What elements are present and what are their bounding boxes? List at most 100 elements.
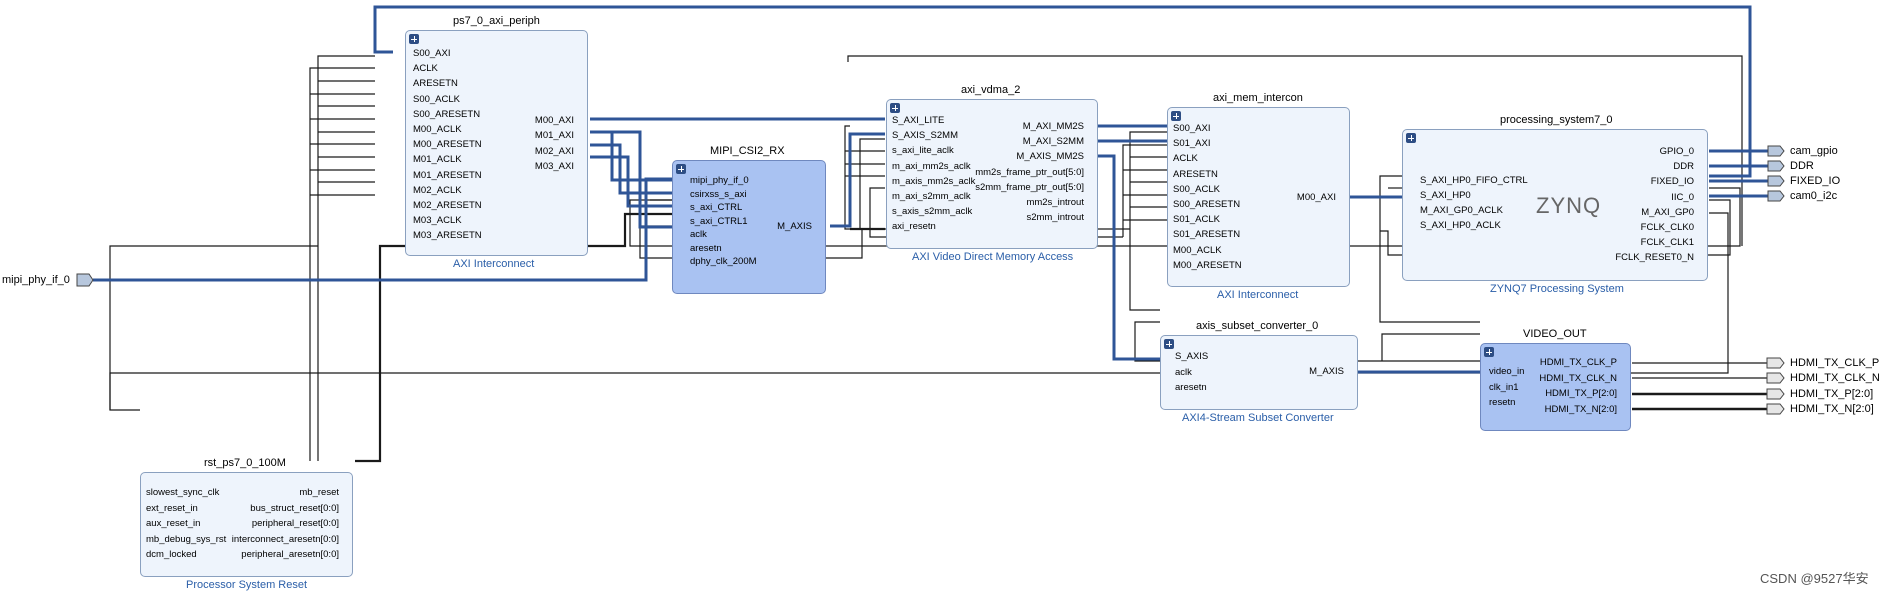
pin-right[interactable]: M_AXIS_MM2S: [1016, 151, 1084, 163]
pin-left[interactable]: M_AXI_GP0_ACLK: [1420, 205, 1503, 216]
block-vdma[interactable]: [886, 99, 1098, 249]
pin-left[interactable]: ext_reset_in: [146, 502, 198, 514]
pin-left[interactable]: m_axi_mm2s_aclk: [892, 160, 971, 172]
pin-left[interactable]: ACLK: [1173, 153, 1198, 165]
pin-left[interactable]: S_AXI_HP0: [1420, 190, 1471, 201]
expand-icon[interactable]: [1171, 111, 1181, 121]
port-cam-gpio[interactable]: cam_gpio: [1790, 145, 1838, 157]
port-hdmi-tx-p[interactable]: HDMI_TX_P[2:0]: [1790, 388, 1874, 400]
pin-left[interactable]: S00_ARESETN: [413, 108, 481, 120]
pin-left[interactable]: mipi_phy_if_0: [690, 175, 749, 186]
pin-left[interactable]: S_AXIS: [1175, 351, 1209, 362]
pin-left[interactable]: aclk: [690, 229, 707, 240]
pin-right[interactable]: M_AXIS: [1309, 366, 1344, 377]
pin-right[interactable]: DDR: [1673, 161, 1694, 173]
pin-left[interactable]: S01_ACLK: [1173, 214, 1221, 226]
block-mem-intercon[interactable]: [1167, 107, 1350, 287]
pin-left[interactable]: s_axi_CTRL: [690, 202, 743, 213]
port-mipi-phy-if-0[interactable]: mipi_phy_if_0: [2, 274, 70, 286]
port-hdmi-tx-clk-p[interactable]: HDMI_TX_CLK_P: [1790, 357, 1880, 369]
pin-left[interactable]: M02_ACLK: [413, 184, 462, 196]
pin-right[interactable]: IIC_0: [1671, 191, 1694, 203]
expand-icon[interactable]: [1164, 339, 1174, 349]
pin-left[interactable]: S_AXI_HP0_FIFO_CTRL: [1420, 175, 1528, 186]
pin-right[interactable]: M01_AXI: [534, 130, 574, 142]
pin-right[interactable]: M02_AXI: [534, 145, 574, 157]
pin-left[interactable]: S00_ARESETN: [1173, 199, 1241, 210]
pin-left[interactable]: S00_ACLK: [1173, 183, 1221, 195]
pin-left[interactable]: S_AXI_HP0_ACLK: [1420, 220, 1501, 231]
pin-left[interactable]: mb_debug_sys_rst: [146, 533, 227, 545]
pin-right[interactable]: mb_reset: [299, 487, 339, 498]
pin-left[interactable]: dphy_clk_200M: [690, 256, 757, 267]
port-hdmi-tx-clk-n[interactable]: HDMI_TX_CLK_N: [1790, 372, 1880, 384]
pin-right[interactable]: HDMI_TX_N[2:0]: [1544, 403, 1617, 415]
pin-left[interactable]: s_axis_s2mm_aclk: [892, 206, 973, 218]
pin-right[interactable]: peripheral_aresetn[0:0]: [241, 549, 339, 560]
block-subset[interactable]: [1160, 335, 1358, 410]
pin-left[interactable]: ARESETN: [1173, 168, 1218, 180]
port-fixed-io[interactable]: FIXED_IO: [1790, 175, 1841, 187]
pin-left[interactable]: S_AXI_LITE: [892, 115, 945, 126]
pin-left[interactable]: resetn: [1489, 397, 1516, 408]
block-rst[interactable]: [140, 472, 353, 577]
pin-left[interactable]: aresetn: [690, 242, 722, 254]
expand-icon[interactable]: [676, 164, 686, 174]
pin-left[interactable]: M00_ACLK: [413, 124, 462, 135]
block-mipi-csi2[interactable]: [672, 160, 826, 294]
pin-left[interactable]: csirxss_s_axi: [690, 188, 747, 200]
pin-right[interactable]: FCLK_CLK0: [1640, 222, 1694, 233]
port-cam0-i2c[interactable]: cam0_i2c: [1790, 190, 1838, 202]
pin-left[interactable]: ARESETN: [413, 78, 458, 90]
block-video-out[interactable]: [1480, 343, 1631, 431]
pin-right[interactable]: s2mm_frame_ptr_out[5:0]: [975, 181, 1084, 193]
port-ddr[interactable]: DDR: [1790, 160, 1814, 172]
pin-right[interactable]: M_AXI_S2MM: [1022, 136, 1084, 148]
pin-right[interactable]: FIXED_IO: [1650, 176, 1694, 188]
block-ps7[interactable]: [1402, 129, 1708, 281]
pin-left[interactable]: axi_resetn: [892, 221, 936, 233]
pin-right[interactable]: M_AXI_MM2S: [1022, 121, 1084, 132]
expand-icon[interactable]: [890, 103, 900, 113]
block-axi-periph[interactable]: [405, 30, 588, 256]
pin-left[interactable]: M01_ARESETN: [413, 169, 482, 181]
pin-right[interactable]: interconnect_aresetn[0:0]: [231, 533, 339, 545]
pin-left[interactable]: slowest_sync_clk: [146, 487, 220, 498]
pin-left[interactable]: video_in: [1489, 366, 1525, 377]
pin-left[interactable]: M00_ACLK: [1173, 244, 1222, 256]
pin-right[interactable]: HDMI_TX_P[2:0]: [1545, 388, 1617, 399]
pin-left[interactable]: M02_ARESETN: [413, 200, 482, 211]
pin-left[interactable]: S_AXIS_S2MM: [892, 130, 958, 142]
pin-right[interactable]: FCLK_RESET0_N: [1615, 252, 1694, 264]
pin-right[interactable]: HDMI_TX_CLK_P: [1539, 357, 1617, 368]
pin-left[interactable]: ACLK: [413, 63, 438, 75]
pin-left[interactable]: M00_ARESETN: [1173, 259, 1242, 271]
pin-right[interactable]: M_AXI_GP0: [1641, 206, 1694, 218]
pin-right[interactable]: M00_AXI: [1296, 192, 1336, 203]
pin-left[interactable]: aclk: [1175, 366, 1192, 378]
pin-right[interactable]: M00_AXI: [534, 115, 574, 126]
pin-left[interactable]: aux_reset_in: [146, 518, 201, 529]
expand-icon[interactable]: [1406, 133, 1416, 143]
pin-left[interactable]: aresetn: [1175, 382, 1207, 393]
pin-left[interactable]: M03_ARESETN: [413, 230, 482, 242]
pin-left[interactable]: M03_ACLK: [413, 215, 462, 227]
pin-left[interactable]: s_axi_CTRL1: [690, 215, 748, 227]
pin-right[interactable]: s2mm_introut: [1026, 212, 1084, 224]
pin-right[interactable]: mm2s_frame_ptr_out[5:0]: [975, 166, 1084, 178]
pin-right[interactable]: peripheral_reset[0:0]: [251, 518, 339, 529]
port-hdmi-tx-n[interactable]: HDMI_TX_N[2:0]: [1790, 403, 1874, 415]
pin-right[interactable]: HDMI_TX_CLK_N: [1539, 372, 1617, 384]
pin-right[interactable]: mm2s_introut: [1026, 197, 1084, 208]
pin-left[interactable]: dcm_locked: [146, 549, 197, 560]
pin-left[interactable]: S00_AXI: [1173, 123, 1211, 134]
pin-left[interactable]: M00_ARESETN: [413, 139, 482, 151]
pin-right[interactable]: FCLK_CLK1: [1640, 237, 1694, 249]
pin-right[interactable]: bus_struct_reset[0:0]: [250, 502, 339, 514]
pin-left[interactable]: m_axi_s2mm_aclk: [892, 191, 971, 202]
pin-left[interactable]: clk_in1: [1489, 381, 1519, 393]
expand-icon[interactable]: [1484, 347, 1494, 357]
pin-left[interactable]: M01_ACLK: [413, 154, 462, 166]
pin-left[interactable]: S00_AXI: [413, 48, 451, 59]
